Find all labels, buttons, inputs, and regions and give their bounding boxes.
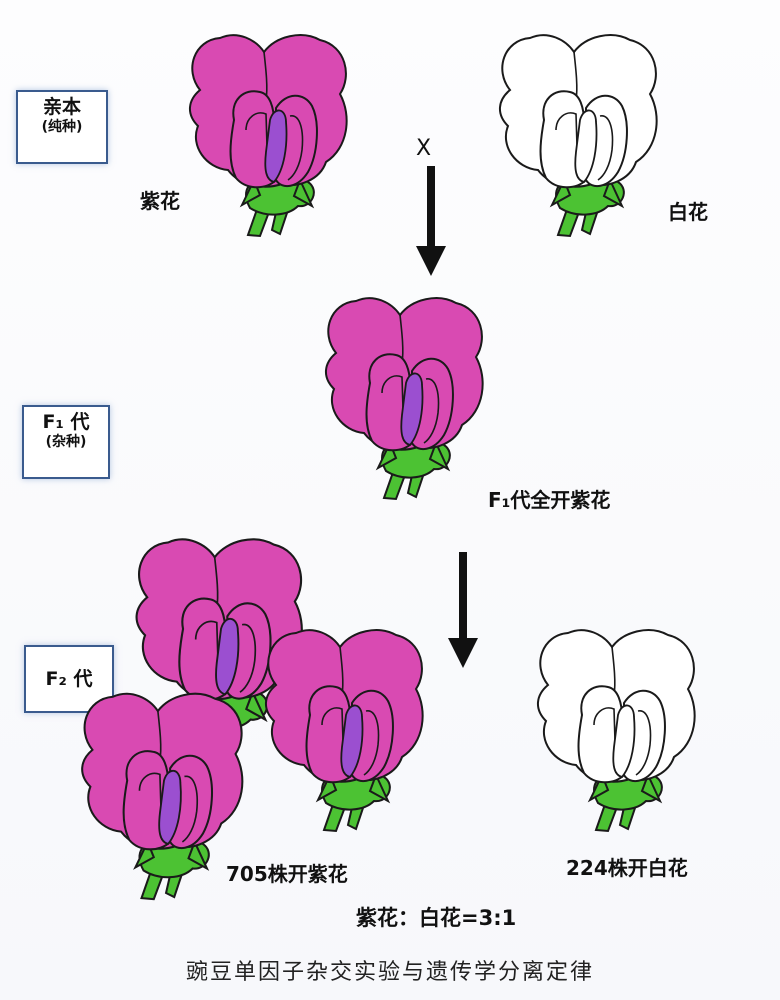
f2-white-count-label: 224株开白花	[566, 856, 688, 880]
f1-purple-flower	[324, 297, 484, 500]
f2-white-flower	[536, 629, 696, 832]
f2-purple-count-label: 705株开紫花	[226, 862, 348, 886]
selfing-arrow	[448, 552, 478, 668]
f1-generation-box: F₁ 代 (杂种)	[22, 405, 110, 479]
purple-flower-label: 紫花	[140, 189, 180, 213]
white-flower-label: 白花	[668, 200, 708, 224]
figure-caption: 豌豆单因子杂交实验与遗传学分离定律	[185, 960, 594, 985]
f2-generation-box: F₂ 代	[24, 645, 114, 713]
f1-generation-subtitle: (杂种)	[45, 434, 87, 450]
f2-generation-title: F₂ 代	[45, 668, 93, 690]
parent-generation-subtitle: (纯种)	[41, 119, 83, 135]
f1-result-label: F₁代全开紫花	[488, 488, 611, 512]
cross-symbol: X	[416, 136, 432, 161]
parent-generation-title: 亲本	[42, 96, 81, 118]
cross-arrow	[416, 166, 446, 276]
f1-generation-title: F₁ 代	[42, 411, 90, 433]
ratio-label: 紫花：白花=3:1	[356, 906, 517, 930]
parent-purple-flower	[188, 34, 348, 237]
parent-white-flower	[498, 34, 658, 237]
parent-generation-box: 亲本 (纯种)	[16, 90, 108, 164]
f2-purple-flower-right	[264, 629, 424, 832]
